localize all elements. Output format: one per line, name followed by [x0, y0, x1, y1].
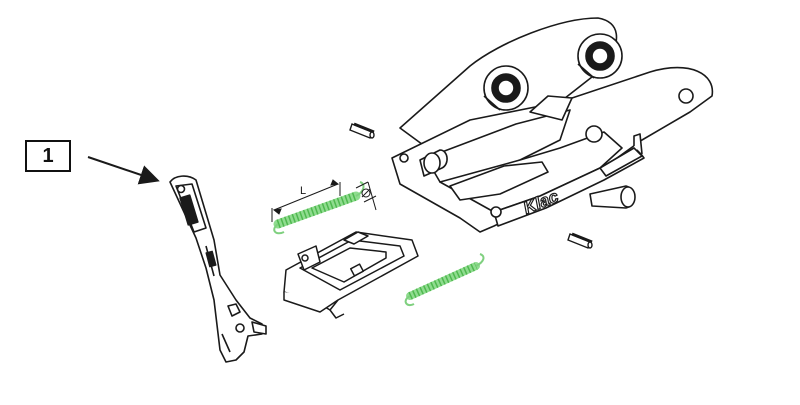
dimension-length-label: L — [300, 185, 306, 197]
spring-upper — [273, 181, 365, 235]
pin-upper — [349, 122, 375, 139]
pin-lower — [567, 232, 593, 249]
lever-arm — [169, 175, 267, 363]
dimension-markings — [271, 179, 377, 222]
callout-arrow — [87, 156, 160, 185]
callout-number: 1 — [42, 144, 54, 167]
hitch-frame — [391, 17, 714, 233]
spring-lower — [404, 253, 485, 306]
callout-box: 1 — [25, 140, 71, 172]
latch-plate — [283, 231, 419, 319]
